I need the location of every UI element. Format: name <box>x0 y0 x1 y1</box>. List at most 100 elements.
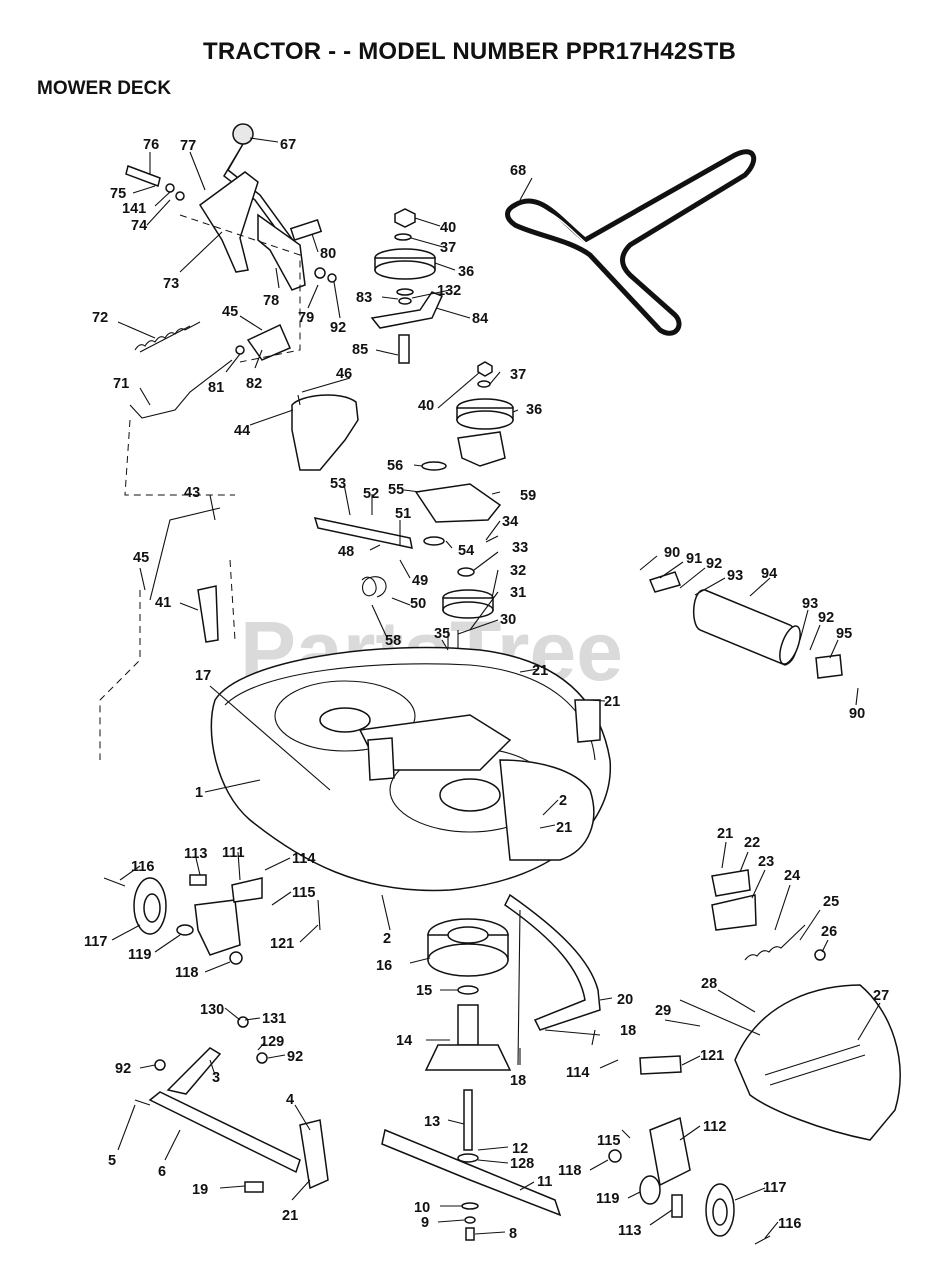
callout-17: 17 <box>195 668 211 684</box>
callout-6: 6 <box>158 1164 166 1180</box>
callout-33: 33 <box>512 540 528 556</box>
callout-92: 92 <box>818 610 834 626</box>
callout-71: 71 <box>113 376 129 392</box>
callout-55: 55 <box>388 482 404 498</box>
callout-19: 19 <box>192 1182 208 1198</box>
callout-36: 36 <box>458 264 474 280</box>
callout-115: 115 <box>597 1133 620 1149</box>
callout-4: 4 <box>286 1092 294 1108</box>
callout-90: 90 <box>849 706 865 722</box>
callout-91: 91 <box>686 551 702 567</box>
callout-43: 43 <box>184 485 200 501</box>
callout-118: 118 <box>558 1163 581 1179</box>
callout-45: 45 <box>222 304 238 320</box>
callout-11: 11 <box>537 1174 552 1190</box>
callout-121: 121 <box>270 936 294 952</box>
lift-rod-71 <box>129 359 233 419</box>
callout-22: 22 <box>744 835 760 851</box>
section-title: MOWER DECK <box>37 78 172 99</box>
callout-34: 34 <box>502 514 518 530</box>
callout-30: 30 <box>500 612 516 628</box>
spindle-housing <box>381 918 562 1241</box>
belt-guide-20 <box>504 893 601 1031</box>
callout-48: 48 <box>338 544 354 560</box>
callout-114: 114 <box>566 1065 589 1081</box>
callout-35: 35 <box>434 626 450 642</box>
callout-94: 94 <box>761 566 777 582</box>
callout-92: 92 <box>287 1049 303 1065</box>
callout-121: 121 <box>700 1048 724 1064</box>
lift-arms <box>134 1016 329 1193</box>
callout-90: 90 <box>664 545 680 561</box>
callout-83: 83 <box>356 290 372 306</box>
callout-20: 20 <box>617 992 633 1008</box>
callout-40: 40 <box>440 220 456 236</box>
callout-10: 10 <box>414 1200 430 1216</box>
callout-111: 111 <box>222 845 245 861</box>
pulley-stack-middle <box>313 361 514 680</box>
callout-21: 21 <box>282 1208 298 1224</box>
callout-82: 82 <box>246 376 262 392</box>
callout-132: 132 <box>437 283 461 299</box>
callout-93: 93 <box>802 596 818 612</box>
lift-handle-assembly <box>125 123 337 291</box>
callout-84: 84 <box>472 311 488 327</box>
callout-2: 2 <box>559 793 567 809</box>
callout-12: 12 <box>512 1141 528 1157</box>
callout-16: 16 <box>376 958 392 974</box>
callout-25: 25 <box>823 894 839 910</box>
callout-14: 14 <box>396 1033 412 1049</box>
spring-72 <box>134 321 201 351</box>
callout-9: 9 <box>421 1215 429 1231</box>
callout-85: 85 <box>352 342 368 358</box>
callout-3: 3 <box>212 1070 220 1086</box>
callout-13: 13 <box>424 1114 440 1130</box>
callout-79: 79 <box>298 310 314 326</box>
callout-58: 58 <box>385 633 401 649</box>
callout-93: 93 <box>727 568 743 584</box>
page-title: TRACTOR - - MODEL NUMBER PPR17H42STB <box>202 38 737 65</box>
callout-92: 92 <box>115 1061 131 1077</box>
callout-45: 45 <box>133 550 149 566</box>
callout-32: 32 <box>510 563 526 579</box>
callout-40: 40 <box>418 398 434 414</box>
callout-8: 8 <box>509 1226 517 1242</box>
callout-128: 128 <box>510 1156 534 1172</box>
callout-114: 114 <box>292 851 315 867</box>
callout-118: 118 <box>175 965 198 981</box>
callout-113: 113 <box>184 846 207 862</box>
callout-80: 80 <box>320 246 336 262</box>
callout-44: 44 <box>234 423 250 439</box>
pulley-stack-upper <box>370 208 444 364</box>
callout-68: 68 <box>510 163 526 179</box>
callout-119: 119 <box>128 947 151 963</box>
callout-117: 117 <box>84 934 107 950</box>
callout-51: 51 <box>395 506 411 522</box>
anti-scalp-roller <box>648 571 843 679</box>
callout-75: 75 <box>110 186 126 202</box>
callout-130: 130 <box>200 1002 224 1018</box>
callout-27: 27 <box>873 988 889 1004</box>
callout-46: 46 <box>336 366 352 382</box>
callout-18: 18 <box>620 1023 636 1039</box>
callout-29: 29 <box>655 1003 671 1019</box>
right-components <box>608 869 901 1245</box>
callout-115: 115 <box>292 885 315 901</box>
callout-labels: 76 77 67 75 141 74 73 80 78 79 92 72 45 … <box>84 137 889 1242</box>
callout-72: 72 <box>92 310 108 326</box>
callout-41: 41 <box>155 595 171 611</box>
left-gauge-wheel <box>103 874 321 965</box>
callout-78: 78 <box>263 293 279 309</box>
callout-21: 21 <box>532 663 548 679</box>
mower-deck <box>210 646 611 892</box>
callout-28: 28 <box>701 976 717 992</box>
callout-37: 37 <box>440 240 456 256</box>
callout-95: 95 <box>836 626 852 642</box>
callout-73: 73 <box>163 276 179 292</box>
callout-23: 23 <box>758 854 774 870</box>
callout-37: 37 <box>510 367 526 383</box>
callout-26: 26 <box>821 924 837 940</box>
callout-21: 21 <box>604 694 620 710</box>
